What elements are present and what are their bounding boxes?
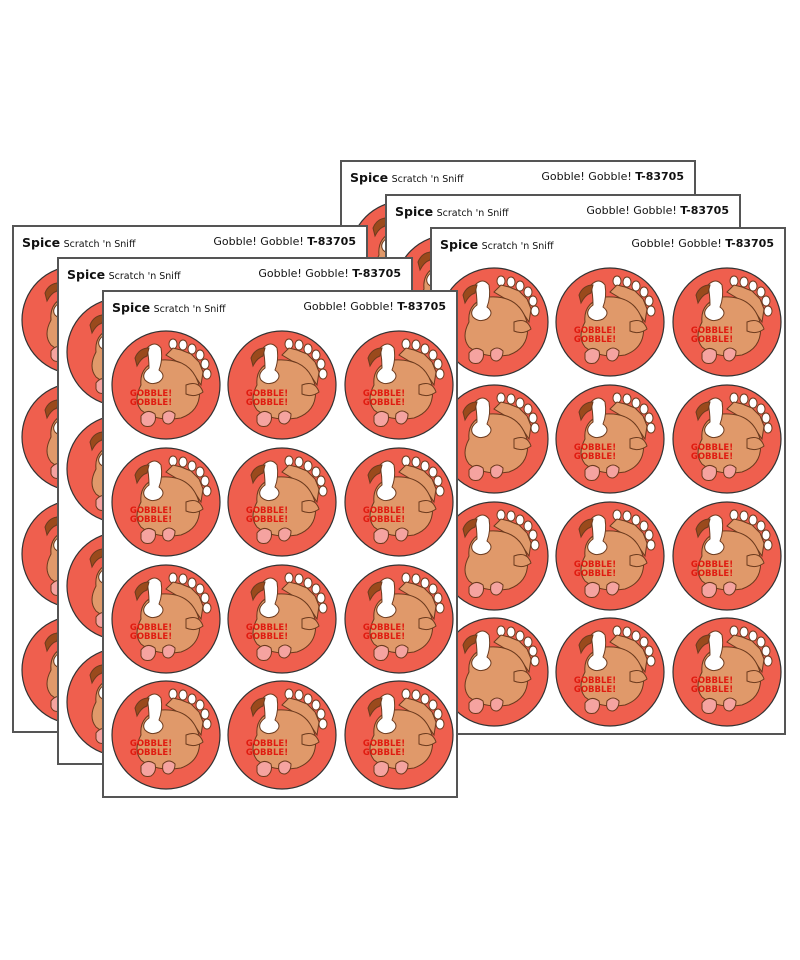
turkey-sticker: GOBBLE! GOBBLE!: [111, 330, 221, 440]
product-code: T-83705: [397, 300, 446, 313]
sheet-type: Scratch 'n Sniff: [391, 174, 464, 185]
sticker-text-line2: GOBBLE!: [574, 452, 616, 462]
sheet-scent: Spice: [67, 267, 106, 282]
sticker-text-line1: GOBBLE!: [130, 623, 172, 633]
sticker-text-line2: GOBBLE!: [246, 515, 288, 525]
sticker-text-line1: GOBBLE!: [246, 739, 288, 749]
sticker-text-line2: GOBBLE!: [691, 569, 733, 579]
sheet-scent: Spice: [395, 204, 434, 219]
sticker-text-line1: GOBBLE!: [691, 560, 733, 570]
turkey-sticker: GOBBLE! GOBBLE!: [555, 501, 665, 611]
sticker-text-line1: GOBBLE!: [130, 506, 172, 516]
turkey-sticker: GOBBLE! GOBBLE!: [555, 267, 665, 377]
turkey-sticker: GOBBLE! GOBBLE!: [344, 447, 454, 557]
turkey-sticker: GOBBLE! GOBBLE!: [672, 384, 782, 494]
sticker-text-line2: GOBBLE!: [574, 569, 616, 579]
turkey-sticker: GOBBLE! GOBBLE!: [344, 564, 454, 674]
sheet-header: Spice Scratch 'n Sniff Gobble! Gobble! T…: [395, 204, 729, 220]
sticker-text-line1: GOBBLE!: [574, 326, 616, 336]
sticker-text-line2: GOBBLE!: [574, 335, 616, 345]
sheet-type: Scratch 'n Sniff: [108, 271, 181, 282]
sheet-title: Gobble! Gobble!: [541, 170, 632, 183]
product-code: T-83705: [725, 237, 774, 250]
sticker-text-line2: GOBBLE!: [130, 515, 172, 525]
sheet-type: Scratch 'n Sniff: [153, 304, 226, 315]
sticker-text-line2: GOBBLE!: [363, 748, 405, 758]
sticker-text-line1: GOBBLE!: [574, 560, 616, 570]
product-code: T-83705: [635, 170, 684, 183]
sheet-title: Gobble! Gobble!: [631, 237, 722, 250]
sticker-text-line1: GOBBLE!: [691, 443, 733, 453]
sheet-type: Scratch 'n Sniff: [63, 239, 136, 250]
sheet-type: Scratch 'n Sniff: [481, 241, 554, 252]
sticker-text-line1: GOBBLE!: [363, 389, 405, 399]
sheet-header: Spice Scratch 'n Sniff Gobble! Gobble! T…: [22, 235, 356, 251]
sheet-scent: Spice: [22, 235, 61, 250]
sticker-text-line2: GOBBLE!: [246, 398, 288, 408]
product-code: T-83705: [307, 235, 356, 248]
sheet-type: Scratch 'n Sniff: [436, 208, 509, 219]
sheet-header: Spice Scratch 'n Sniff Gobble! Gobble! T…: [440, 237, 774, 253]
sticker-text-line1: GOBBLE!: [363, 506, 405, 516]
turkey-sticker: GOBBLE! GOBBLE!: [672, 501, 782, 611]
product-code: T-83705: [680, 204, 729, 217]
turkey-sticker: GOBBLE! GOBBLE!: [344, 330, 454, 440]
sheet-header: Spice Scratch 'n Sniff Gobble! Gobble! T…: [112, 300, 446, 316]
sheet-scent: Spice: [440, 237, 479, 252]
turkey-sticker: GOBBLE! GOBBLE!: [227, 447, 337, 557]
product-code: T-83705: [352, 267, 401, 280]
sticker-text-line1: GOBBLE!: [363, 623, 405, 633]
sheet-header: Spice Scratch 'n Sniff Gobble! Gobble! T…: [67, 267, 401, 283]
sticker-text-line2: GOBBLE!: [130, 748, 172, 758]
turkey-sticker: GOBBLE! GOBBLE!: [111, 680, 221, 790]
sticker-text-line1: GOBBLE!: [574, 676, 616, 686]
sticker-text-line2: GOBBLE!: [246, 632, 288, 642]
turkey-sticker: GOBBLE! GOBBLE!: [555, 384, 665, 494]
sticker-text-line2: GOBBLE!: [130, 398, 172, 408]
sticker-text-line2: GOBBLE!: [246, 748, 288, 758]
sticker-sheet: Spice Scratch 'n Sniff Gobble! Gobble! T…: [430, 227, 786, 735]
sticker-text-line2: GOBBLE!: [574, 685, 616, 695]
sticker-text-line2: GOBBLE!: [363, 515, 405, 525]
sticker-text-line1: GOBBLE!: [363, 739, 405, 749]
sticker-text-line2: GOBBLE!: [363, 632, 405, 642]
sticker-text-line1: GOBBLE!: [574, 443, 616, 453]
sticker-text-line1: GOBBLE!: [246, 389, 288, 399]
turkey-sticker: GOBBLE! GOBBLE!: [111, 447, 221, 557]
sticker-text-line1: GOBBLE!: [246, 623, 288, 633]
sticker-text-line2: GOBBLE!: [691, 452, 733, 462]
sheet-title: Gobble! Gobble!: [258, 267, 349, 280]
turkey-sticker: GOBBLE! GOBBLE!: [344, 680, 454, 790]
turkey-sticker: GOBBLE! GOBBLE!: [672, 617, 782, 727]
sheet-title: Gobble! Gobble!: [213, 235, 304, 248]
turkey-sticker: GOBBLE! GOBBLE!: [227, 680, 337, 790]
sheet-scent: Spice: [350, 170, 389, 185]
sticker-text-line2: GOBBLE!: [691, 335, 733, 345]
turkey-sticker: GOBBLE! GOBBLE!: [227, 564, 337, 674]
sheet-title: Gobble! Gobble!: [586, 204, 677, 217]
sticker-text-line1: GOBBLE!: [130, 389, 172, 399]
sticker-text-line2: GOBBLE!: [130, 632, 172, 642]
sheet-title: Gobble! Gobble!: [303, 300, 394, 313]
sticker-text-line2: GOBBLE!: [691, 685, 733, 695]
sheet-header: Spice Scratch 'n Sniff Gobble! Gobble! T…: [350, 170, 684, 186]
turkey-sticker: GOBBLE! GOBBLE!: [111, 564, 221, 674]
sticker-text-line2: GOBBLE!: [363, 398, 405, 408]
sheet-scent: Spice: [112, 300, 151, 315]
turkey-sticker: GOBBLE! GOBBLE!: [555, 617, 665, 727]
sticker-sheet: Spice Scratch 'n Sniff Gobble! Gobble! T…: [102, 290, 458, 798]
turkey-sticker: GOBBLE! GOBBLE!: [672, 267, 782, 377]
turkey-sticker: GOBBLE! GOBBLE!: [227, 330, 337, 440]
sticker-text-line1: GOBBLE!: [691, 676, 733, 686]
sticker-text-line1: GOBBLE!: [691, 326, 733, 336]
sticker-text-line1: GOBBLE!: [130, 739, 172, 749]
sticker-text-line1: GOBBLE!: [246, 506, 288, 516]
